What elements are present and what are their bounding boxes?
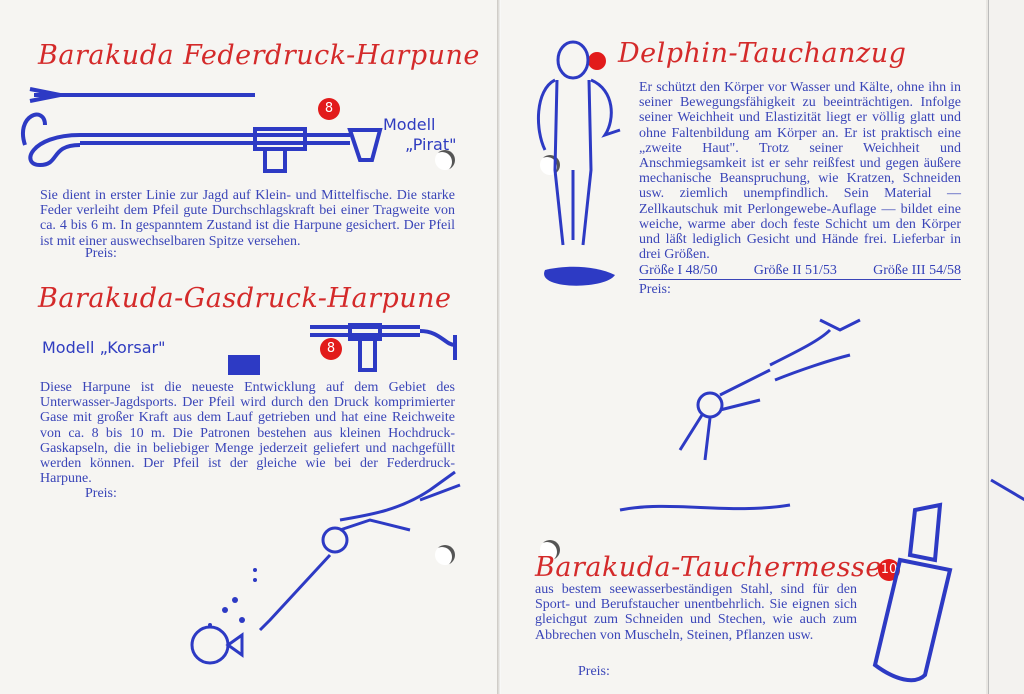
tauchanzug-title: Delphin-Tauchanzug xyxy=(618,38,907,69)
next-page-edge xyxy=(988,0,1024,694)
tauchermesser-title: Barakuda-Tauchermesser xyxy=(535,552,896,583)
price-label: Preis: xyxy=(85,246,117,261)
model-label: Modell xyxy=(383,115,436,134)
left-page: Barakuda Federdruck-Harpune 8 Modell „Pi… xyxy=(0,0,497,694)
gasdruck-description: Diese Harpune ist die neueste Entwicklun… xyxy=(40,380,455,487)
size-option: Größe I 48/50 xyxy=(639,263,718,278)
size-list: Größe I 48/50 Größe II 51/53 Größe III 5… xyxy=(639,263,961,280)
price-label: Preis: xyxy=(578,664,610,679)
item-number-badge xyxy=(588,52,606,70)
punch-hole xyxy=(540,540,560,560)
model-label: Modell „Korsar" xyxy=(42,338,166,357)
diving-knife-illustration xyxy=(872,502,953,683)
model-name: „Pirat" xyxy=(405,135,457,154)
spring-harpoon-illustration xyxy=(21,87,383,173)
diving-suit-illustration xyxy=(536,40,621,286)
punch-hole xyxy=(435,545,455,565)
item-number-badge: 8 xyxy=(318,98,340,120)
punch-hole xyxy=(435,150,455,170)
swimming-diver-illustration xyxy=(619,318,861,512)
item-number-badge: 8 xyxy=(320,338,342,360)
federdruck-description: Sie dient in erster Linie zur Jagd auf K… xyxy=(40,188,455,249)
tauchermesser-description: aus bestem seewasserbeständigen Stahl, s… xyxy=(535,582,857,643)
price-label: Preis: xyxy=(85,486,117,501)
page-fold xyxy=(497,0,501,694)
page-edge-mark xyxy=(990,478,1024,502)
size-option: Größe III 54/58 xyxy=(873,263,961,278)
diver-hunting-fish-illustration xyxy=(190,470,461,665)
federdruck-harpune-title: Barakuda Federdruck-Harpune xyxy=(38,40,480,71)
price-label: Preis: xyxy=(639,282,671,297)
gas-harpoon-illustration xyxy=(228,323,457,375)
tauchanzug-description: Er schützt den Körper vor Wasser und Käl… xyxy=(639,80,961,263)
size-option: Größe II 51/53 xyxy=(753,263,837,278)
gasdruck-harpune-title: Barakuda-Gasdruck-Harpune xyxy=(38,283,452,314)
right-page xyxy=(501,0,986,694)
